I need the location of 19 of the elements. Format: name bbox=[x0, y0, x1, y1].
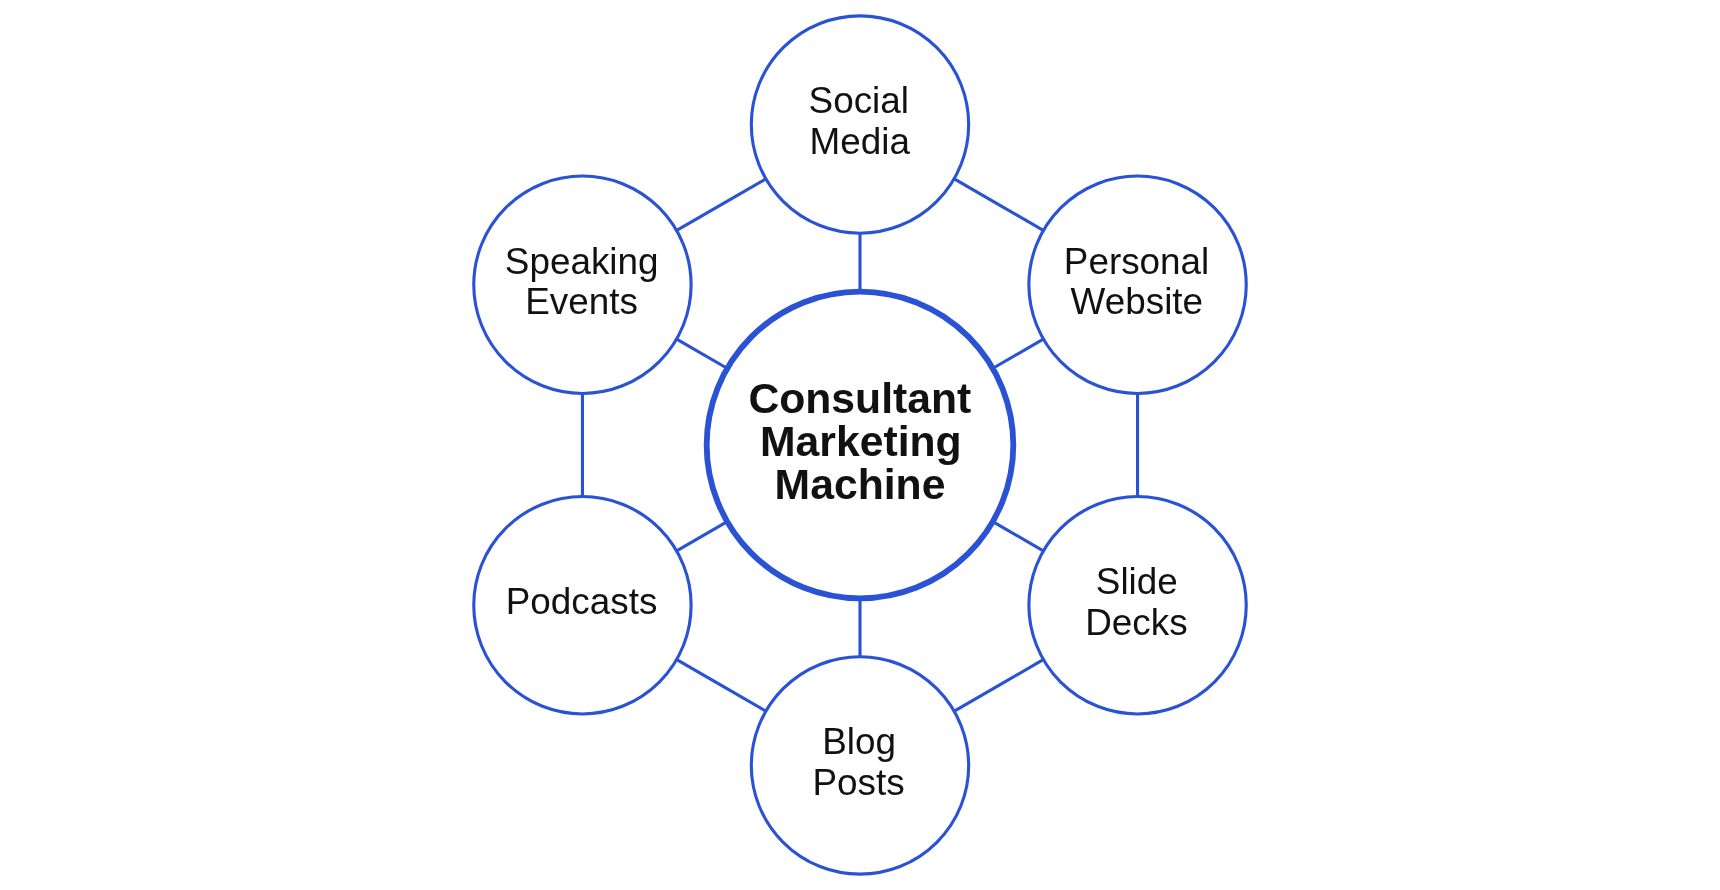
connector bbox=[675, 520, 728, 553]
connector bbox=[992, 337, 1045, 370]
connector bbox=[953, 658, 1044, 713]
connector bbox=[675, 337, 728, 370]
connector bbox=[858, 598, 862, 657]
connector bbox=[580, 393, 584, 496]
node-circle: Personal Website bbox=[1027, 174, 1248, 395]
node-circle: Slide Decks bbox=[1027, 495, 1248, 716]
node-circle: Podcasts bbox=[472, 495, 693, 716]
connector bbox=[992, 520, 1045, 553]
node-circle: Blog Posts bbox=[749, 655, 971, 876]
connector bbox=[953, 177, 1044, 232]
connector bbox=[676, 177, 767, 232]
node-circle: Consultant Marketing Machine bbox=[703, 288, 1017, 602]
node-circle: Speaking Events bbox=[472, 174, 693, 395]
connector bbox=[858, 233, 862, 292]
connector bbox=[676, 658, 767, 713]
node-circle: Social Media bbox=[749, 14, 971, 235]
connector bbox=[1136, 394, 1140, 497]
